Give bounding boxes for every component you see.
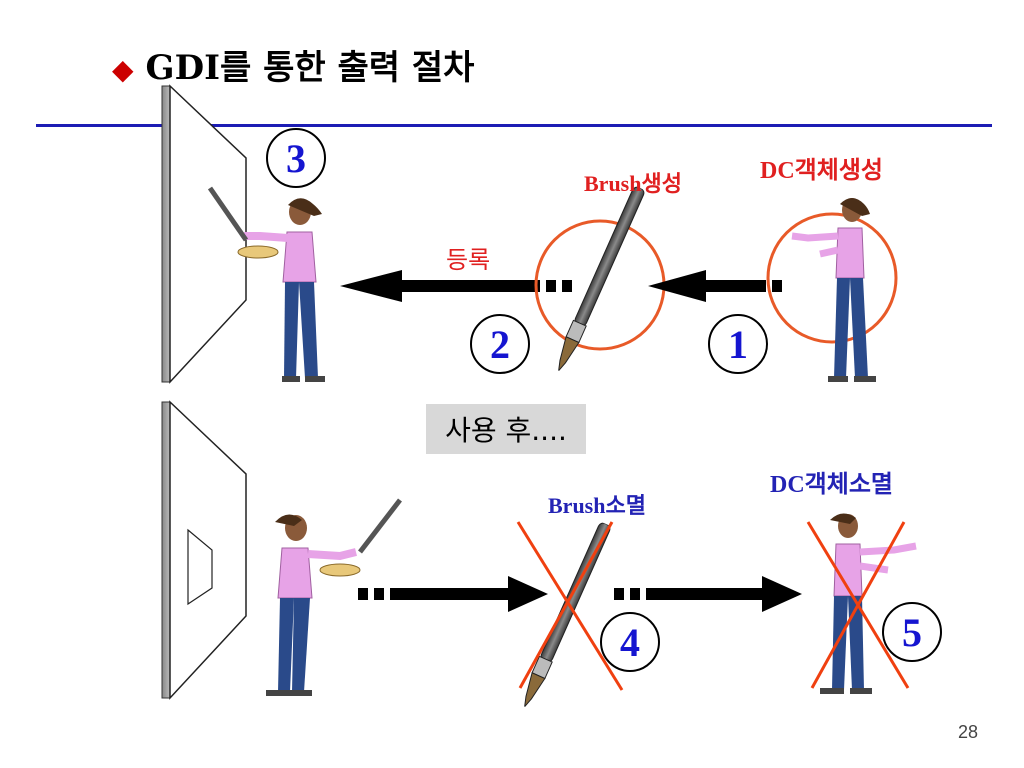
- painter-figure-bottom: [266, 498, 402, 696]
- dc-destroy-cross-icon: [806, 521, 910, 689]
- brush-destroy-label: Brush소멸: [548, 493, 646, 518]
- register-arrow: [340, 270, 572, 302]
- slide-title: ◆ GDI를 통한 출력 절차: [112, 40, 474, 89]
- dc-create-label: DC객체생성: [760, 158, 883, 184]
- diamond-bullet-icon: ◆: [112, 53, 134, 86]
- painter-figure-top: [207, 186, 325, 382]
- easel-top: [161, 84, 247, 384]
- register-label: 등록: [446, 246, 491, 274]
- step-number-2: 2: [470, 314, 530, 374]
- step-number-3: 3: [266, 128, 326, 188]
- step-number-4: 4: [600, 612, 660, 672]
- slide-title-text: GDI를 통한 출력 절차: [145, 48, 475, 88]
- easel-bottom: [161, 400, 247, 700]
- person-figure-bottom-right: [820, 513, 917, 694]
- title-divider: [36, 124, 992, 127]
- destroy-arrow-1: [358, 576, 548, 612]
- dc-to-brush-arrow: [648, 270, 782, 302]
- step-number-1: 1: [708, 314, 768, 374]
- brush-icon-top: [551, 184, 647, 375]
- person-figure-top-right: [791, 198, 876, 382]
- destroy-arrow-2: [614, 576, 802, 612]
- dc-create-highlight: [766, 212, 898, 344]
- step-number-5: 5: [882, 602, 942, 662]
- usage-after-label: 사용 후....: [426, 404, 586, 454]
- brush-create-label: Brush생성: [584, 171, 682, 196]
- page-number: 28: [957, 722, 978, 742]
- dc-destroy-label: DC객체소멸: [770, 472, 893, 498]
- brush-destroy-cross-icon: [516, 521, 624, 691]
